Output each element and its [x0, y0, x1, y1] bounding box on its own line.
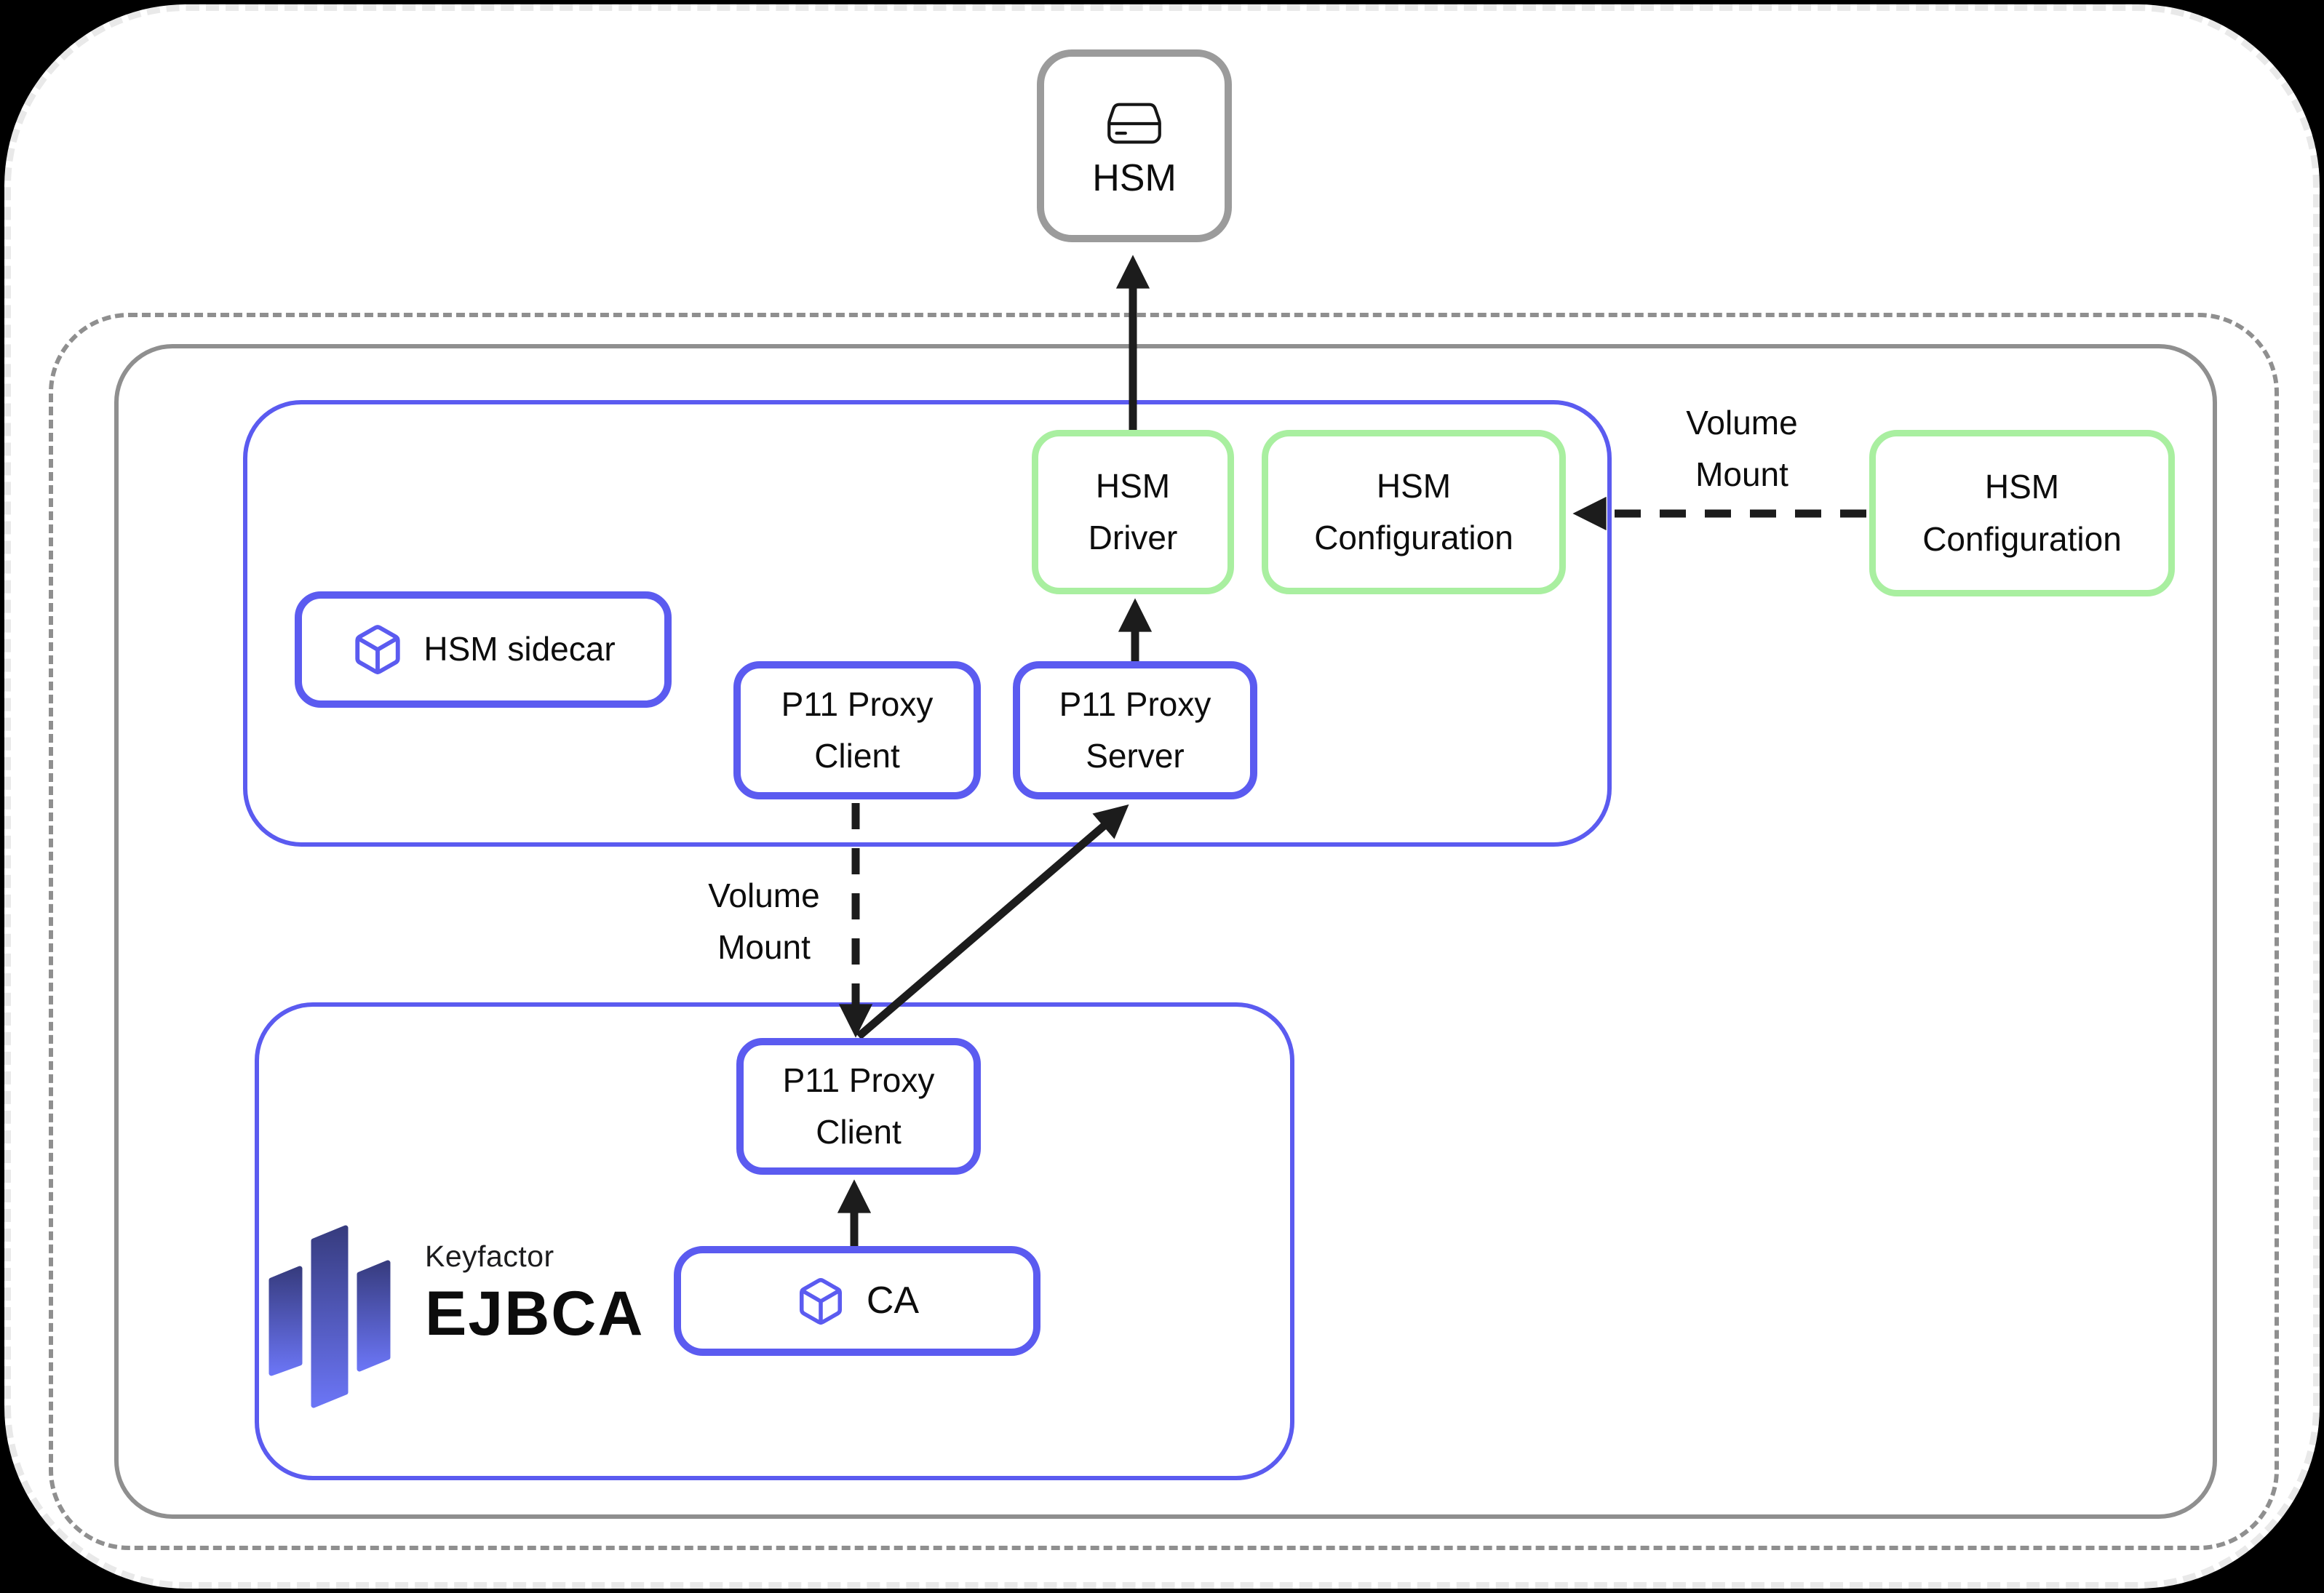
node-p11-proxy-client-ejbca-label: P11 Proxy Client — [782, 1061, 935, 1151]
node-hsm-configuration-sidecar: HSM Configuration — [1262, 430, 1566, 594]
cluster-boundary — [114, 344, 2217, 1519]
volume-mount-label-left: Volume Mount — [708, 877, 820, 967]
node-p11-proxy-server: P11 Proxy Server — [1013, 661, 1257, 799]
volume-mount-label-right: Volume Mount — [1686, 404, 1798, 494]
node-hsm: HSM — [1037, 49, 1232, 242]
hard-drive-icon — [1107, 103, 1161, 143]
node-hsm-label: HSM — [1092, 156, 1177, 199]
node-p11-proxy-client-sidecar: P11 Proxy Client — [733, 661, 981, 799]
node-hsm-driver: HSM Driver — [1032, 430, 1234, 594]
cube-icon — [799, 1277, 842, 1325]
node-hsm-sidecar-label: HSM sidecar — [423, 630, 616, 668]
node-hsm-sidecar: HSM sidecar — [295, 591, 672, 708]
node-p11-proxy-server-label: P11 Proxy Server — [1059, 684, 1211, 775]
cube-icon — [355, 625, 401, 675]
node-ca: CA — [674, 1246, 1040, 1356]
logo-text: Keyfactor EJBCA — [425, 1239, 645, 1350]
keyfactor-logo-mark — [268, 1225, 391, 1408]
node-p11-proxy-client-sidecar-label: P11 Proxy Client — [781, 684, 934, 775]
logo-brand-text: Keyfactor — [425, 1239, 554, 1273]
keyfactor-ejbca-logo: Keyfactor EJBCA — [266, 1222, 643, 1410]
node-p11-proxy-client-ejbca: P11 Proxy Client — [736, 1038, 981, 1175]
outer-dashed-boundary — [49, 313, 2279, 1550]
node-hsm-configuration-external: HSM Configuration — [1869, 430, 2175, 596]
node-hsm-configuration-sidecar-label: HSM Configuration — [1314, 466, 1513, 556]
logo-product-text: EJBCA — [425, 1279, 645, 1349]
node-hsm-driver-label: HSM Driver — [1088, 466, 1178, 556]
node-ca-label: CA — [866, 1279, 920, 1322]
ejbca-pod-container — [255, 1002, 1294, 1480]
node-hsm-configuration-external-label: HSM Configuration — [1922, 468, 2122, 558]
